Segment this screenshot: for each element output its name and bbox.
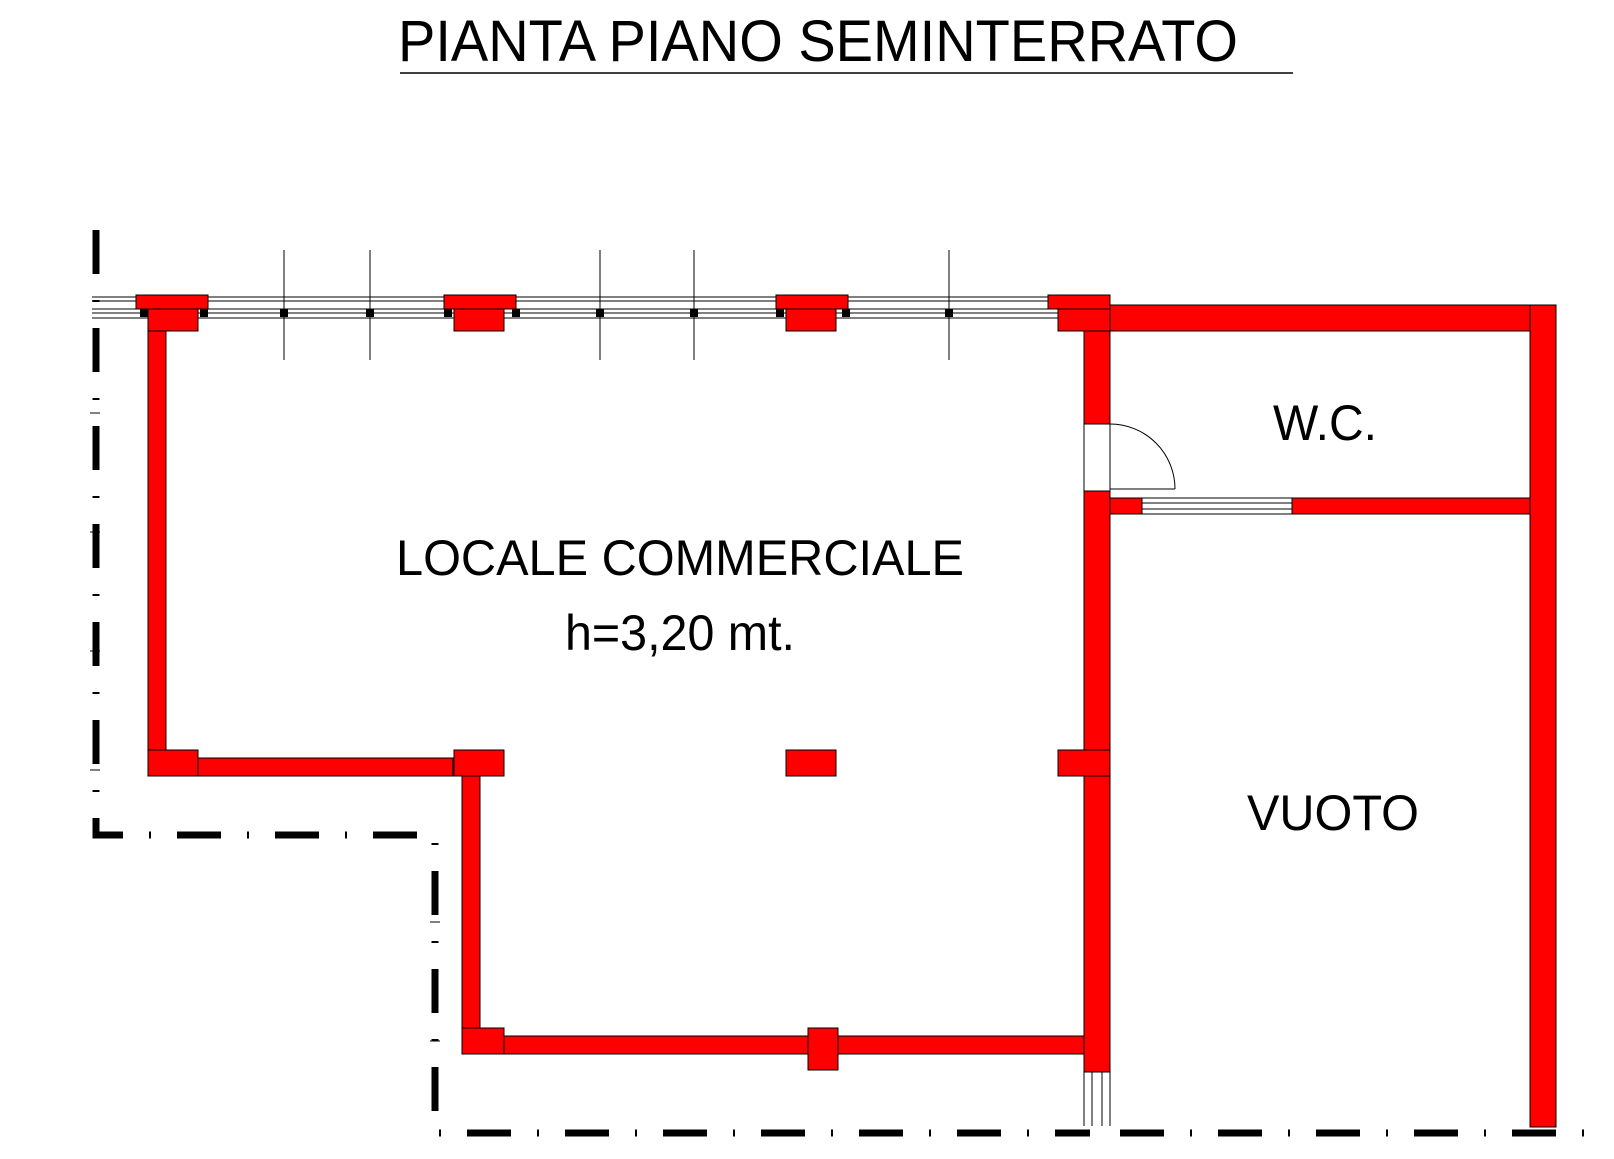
window-wall	[92, 296, 1060, 319]
column-1	[135, 294, 209, 310]
column-4	[1047, 294, 1111, 310]
room-label-vuoto: VUOTO	[1247, 785, 1419, 841]
room-height-label: h=3,20 mt.	[565, 605, 795, 661]
column-7	[785, 749, 837, 777]
window-mullions	[283, 250, 950, 360]
column-3-base	[785, 308, 837, 332]
room-label-wc: W.C.	[1273, 395, 1377, 451]
wc-window	[1141, 497, 1293, 515]
window-mullion-knots	[140, 309, 953, 317]
column-6	[453, 749, 505, 777]
boundary-ticks	[90, 412, 440, 1042]
walls	[147, 304, 1557, 1128]
wc-door	[1083, 423, 1176, 491]
column-3	[775, 294, 849, 310]
property-boundary	[92, 230, 1600, 1137]
columns	[135, 294, 1111, 1071]
room-label-locale-commerciale: LOCALE COMMERCIALE	[396, 530, 964, 586]
column-10	[807, 1027, 839, 1071]
column-2	[443, 294, 517, 310]
column-2-base	[453, 308, 505, 332]
plan-title: PIANTA PIANO SEMINTERRATO	[398, 9, 1238, 74]
column-8	[1057, 749, 1111, 777]
column-4-base	[1057, 308, 1111, 332]
bottom-opening	[1083, 1072, 1111, 1126]
column-5	[147, 749, 199, 777]
column-1-base	[147, 308, 199, 332]
column-9	[461, 1027, 505, 1055]
